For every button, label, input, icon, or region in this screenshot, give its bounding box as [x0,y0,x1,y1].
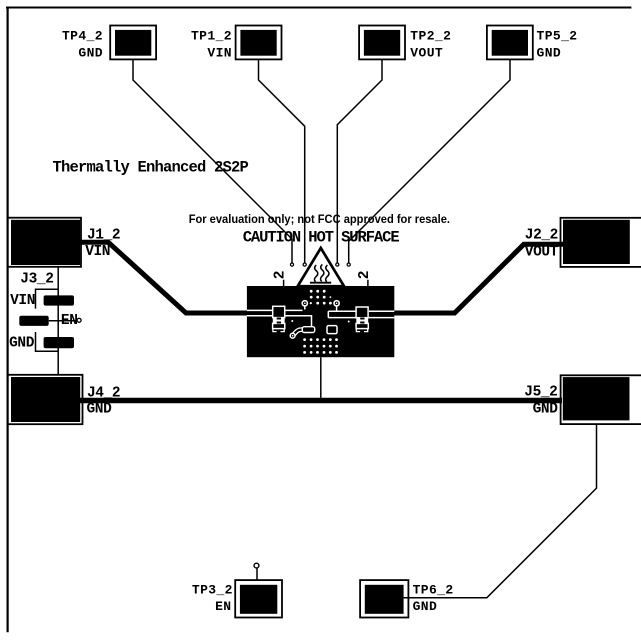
svg-text:GND: GND [537,45,562,60]
svg-text:VIN: VIN [10,293,35,309]
svg-text:TP1_2: TP1_2 [191,29,232,44]
svg-text:VIN: VIN [85,244,110,260]
svg-text:J4_2: J4_2 [87,386,120,402]
svg-text:For evaluation only; not FCC a: For evaluation only; not FCC approved fo… [189,212,450,226]
svg-text:TP2_2: TP2_2 [410,29,451,44]
svg-text:2: 2 [273,271,289,279]
svg-text:VOUT: VOUT [410,45,443,60]
svg-text:J2_2: J2_2 [525,227,558,243]
svg-text:EN: EN [215,599,231,614]
svg-text:GND: GND [78,45,103,60]
svg-text:TP3_2: TP3_2 [192,583,233,598]
svg-text:VOUT: VOUT [525,244,559,260]
svg-text:J5_2: J5_2 [524,385,557,401]
svg-text:EN: EN [61,313,78,329]
svg-text:Thermally Enhanced 2S2P: Thermally Enhanced 2S2P [53,159,249,177]
svg-text:GND: GND [9,336,35,352]
svg-text:CAUTION HOT SURFACE: CAUTION HOT SURFACE [243,228,400,246]
svg-text:TP5_2: TP5_2 [537,29,578,44]
svg-text:J1_2: J1_2 [87,228,120,244]
svg-text:VIN: VIN [207,45,232,60]
svg-text:GND: GND [533,401,559,417]
svg-text:GND: GND [413,599,438,614]
svg-text:TP6_2: TP6_2 [413,583,454,598]
svg-text:GND: GND [87,401,113,417]
svg-text:2: 2 [357,271,373,279]
svg-text:TP4_2: TP4_2 [62,29,103,44]
svg-text:J3_2: J3_2 [20,272,53,288]
